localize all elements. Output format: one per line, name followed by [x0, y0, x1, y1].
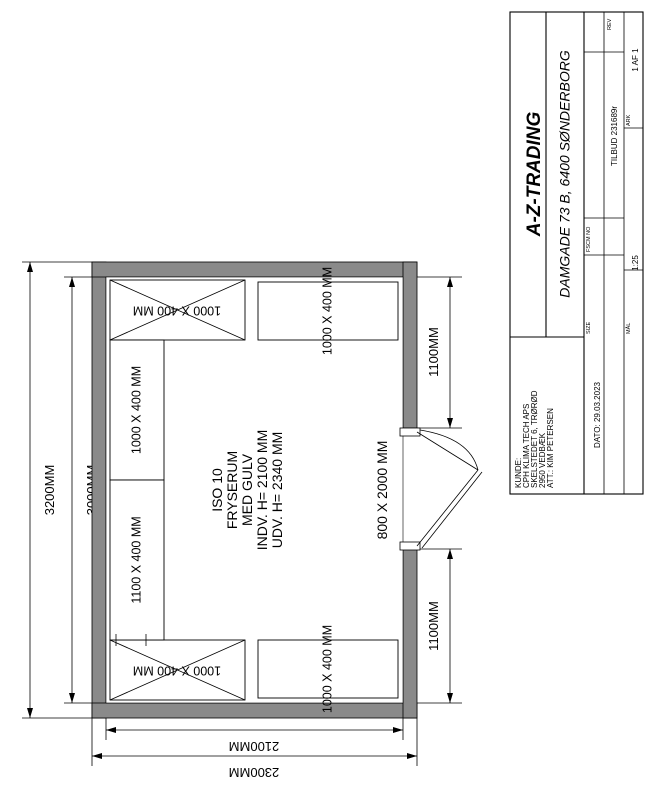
- company-name: A-Z-TRADING: [524, 112, 545, 238]
- sheet-value: 1 AF 1: [631, 48, 640, 72]
- offer-number: TILBUD 231689r: [610, 106, 619, 166]
- customer-line-4: 2950 VEDBÆK: [538, 432, 547, 488]
- dimension-lines: [22, 261, 462, 766]
- shelf-back-top: [109, 279, 246, 341]
- shelf-back-mid-1: [109, 339, 165, 481]
- shelf-front-bottom-label: 1000 X 400 MM: [320, 625, 334, 713]
- customer-info: KUNDE: CPH KLIMA TECH APS SKELSTEDET 6, …: [514, 390, 555, 488]
- customer-line-3: SKELSTEDET 6, TRØRØD: [530, 390, 539, 488]
- dim-2100-label: 2100MM: [229, 739, 280, 754]
- shelf-front-bottom: [257, 639, 399, 699]
- shelf-back-mid-2: [109, 479, 165, 641]
- fscm-label: FSCM NO: [586, 226, 592, 252]
- door: [399, 427, 483, 551]
- door-size-label: 800 X 2000 MM: [374, 441, 390, 540]
- room-label-line-1: ISO 10: [209, 468, 225, 512]
- size-label: SIZE: [586, 321, 592, 334]
- shelf-back-mid-1-label: 1000 X 400 MM: [129, 366, 143, 454]
- room-label-line-2: FRYSERUM: [224, 451, 240, 529]
- rev-label: REV: [607, 18, 613, 30]
- scale-value: 1:25: [631, 255, 640, 271]
- room-label: ISO 10 FRYSERUM MED GULV INDV. H= 2100 M…: [209, 430, 285, 550]
- room-label-line-3: MED GULV: [239, 453, 255, 526]
- sheet-heading: ARK: [626, 114, 632, 126]
- dim-1100-bottom-label: 1100MM: [426, 601, 441, 651]
- shelf-back-mid-2-label: 1100 X 400 MM: [129, 516, 143, 603]
- dim-2300-label: 2300MM: [229, 765, 280, 780]
- shelf-front-top: [257, 281, 399, 341]
- customer-line-1: KUNDE:: [514, 458, 523, 488]
- shelf-front-top-label: 1000 X 400 MM: [320, 267, 334, 355]
- company-address: DAMGADE 73 B, 6400 SØNDERBORG: [557, 50, 573, 298]
- dim-1100-top-label: 1100MM: [426, 327, 441, 377]
- shelf-back-bottom-label: 1000 X 400 MM: [133, 664, 221, 678]
- shelf-back-bottom: [109, 639, 246, 701]
- dim-3200-label: 3200MM: [42, 465, 57, 516]
- scale-heading: MÅL: [625, 323, 632, 334]
- shelf-joint-marks: [115, 634, 147, 646]
- date-label: DATO: 29.03.2023: [593, 381, 602, 448]
- shelf-back-top-label: 1000 X 400 MM: [133, 304, 221, 318]
- customer-line-2: CPH KLIMA TECH APS: [522, 404, 531, 488]
- title-block: [509, 11, 644, 495]
- room-label-line-4: INDV. H= 2100 MM: [254, 430, 270, 550]
- room-label-line-5: UDV. H= 2340 MM: [269, 432, 285, 549]
- customer-line-5: ATT.: KIM PETERSEN: [546, 408, 555, 488]
